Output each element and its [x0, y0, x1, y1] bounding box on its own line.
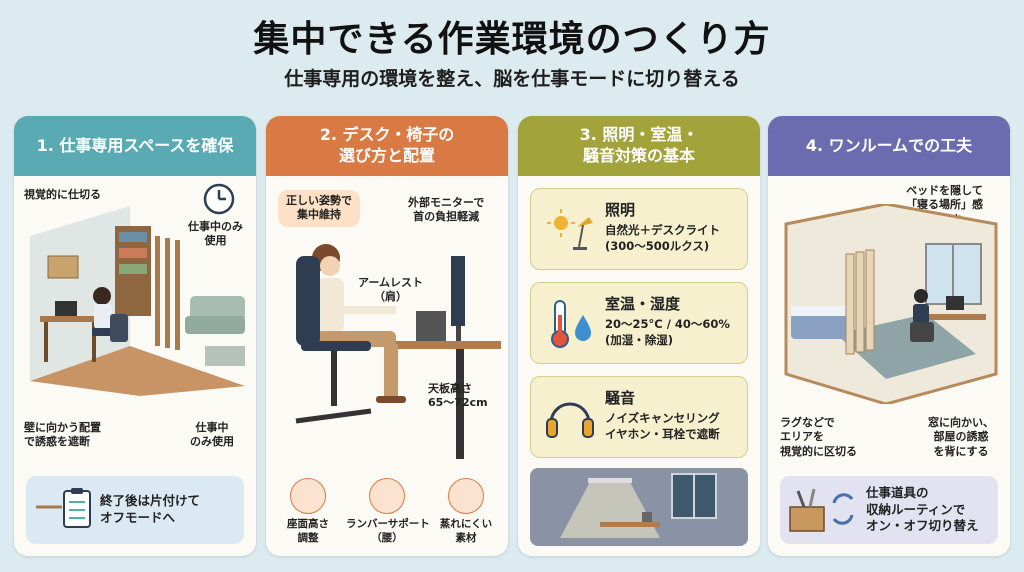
sub-label: 座面高さ 調整 [287, 518, 329, 544]
card-heading: 4. ワンルームでの工夫 [768, 116, 1010, 176]
posture-bubble: 正しい姿勢で 集中維持 [278, 190, 360, 227]
workspace-illustration [30, 206, 245, 396]
info-noise: 騒音 ノイズキャンセリング イヤホン・耳栓で遮断 [530, 376, 748, 458]
desk-chair-illustration [295, 244, 501, 459]
card-heading: 1. 仕事専用スペースを確保 [14, 116, 256, 176]
lumbar-support-icon [369, 478, 405, 514]
info-heading: 室温・湿度 [605, 295, 681, 313]
label-clock: 仕事中のみ 使用 [188, 220, 243, 248]
label-wall: 壁に向かう配置 で誘惑を遮断 [24, 421, 101, 449]
note-box: 終了後は片付けて オフモードへ [26, 476, 244, 544]
label-visual: 視覚的に仕切る [24, 188, 101, 201]
one-room-illustration [784, 204, 998, 404]
toolbox-icon [789, 488, 854, 532]
card-workspace: 1. 仕事専用スペースを確保 視覚的に仕切る 仕事中のみ 使用 壁に向かう配置 … [14, 116, 256, 556]
card-desk-chair: 2. デスク・椅子の 選び方と配置 正しい姿勢で 集中維持 外部モニターで 首の… [266, 116, 508, 556]
thermometer-icon [551, 300, 591, 348]
info-light: 照明 自然光＋デスクライト (300〜500ルクス) [530, 188, 748, 270]
note-text: 終了後は片付けて オフモードへ [100, 493, 201, 525]
info-body: 20〜25°C / 40〜60% (加湿・除湿) [605, 317, 730, 347]
checklist-icon [36, 488, 91, 528]
sub-label: ランバーサポート （腰） [346, 518, 430, 544]
breathable-material-icon [448, 478, 484, 514]
info-temperature: 室温・湿度 20〜25°C / 40〜60% (加湿・除湿) [530, 282, 748, 364]
label-rug: ラグなどで エリアを 視覚的に区切る [780, 416, 857, 458]
card-environment: 3. 照明・室温・ 騒音対策の基本 照明 自然光＋デスクライト (300〜500… [518, 116, 760, 556]
info-body: 自然光＋デスクライト (300〜500ルクス) [605, 223, 720, 253]
card-heading: 2. デスク・椅子の 選び方と配置 [266, 116, 508, 176]
note-box: 仕事道具の 収納ルーティンで オン・オフ切り替え [780, 476, 998, 544]
page-subtitle: 仕事専用の環境を整え、脳を仕事モードに切り替える [284, 68, 740, 90]
info-body: ノイズキャンセリング イヤホン・耳栓で遮断 [605, 411, 720, 441]
headphones-icon [546, 402, 594, 438]
label-sofa: 仕事中 のみ使用 [190, 421, 234, 449]
label-height: 天板高さ 65〜72cm [428, 382, 488, 410]
label-window: 窓に向かい、 部屋の誘惑 を背にする [928, 416, 994, 458]
clock-icon [203, 183, 235, 215]
card-heading: 3. 照明・室温・ 騒音対策の基本 [518, 116, 760, 176]
light-icon [547, 209, 593, 250]
page-title: 集中できる作業環境のつくり方 [253, 19, 771, 60]
label-armrest: アームレスト （肩） [358, 276, 424, 304]
info-heading: 騒音 [605, 389, 636, 407]
seat-height-icon [290, 478, 326, 514]
card-one-room: 4. ワンルームでの工夫 ベッドを隠して 「寝る場所」感 を消す ラグなどで エ… [768, 116, 1010, 556]
note-text: 仕事道具の 収納ルーティンで オン・オフ切り替え [866, 484, 979, 534]
info-heading: 照明 [605, 201, 636, 219]
room-lighting-illustration [530, 468, 748, 546]
label-monitor: 外部モニターで 首の負担軽減 [408, 196, 485, 224]
sub-label: 蒸れにくい 素材 [439, 518, 493, 544]
